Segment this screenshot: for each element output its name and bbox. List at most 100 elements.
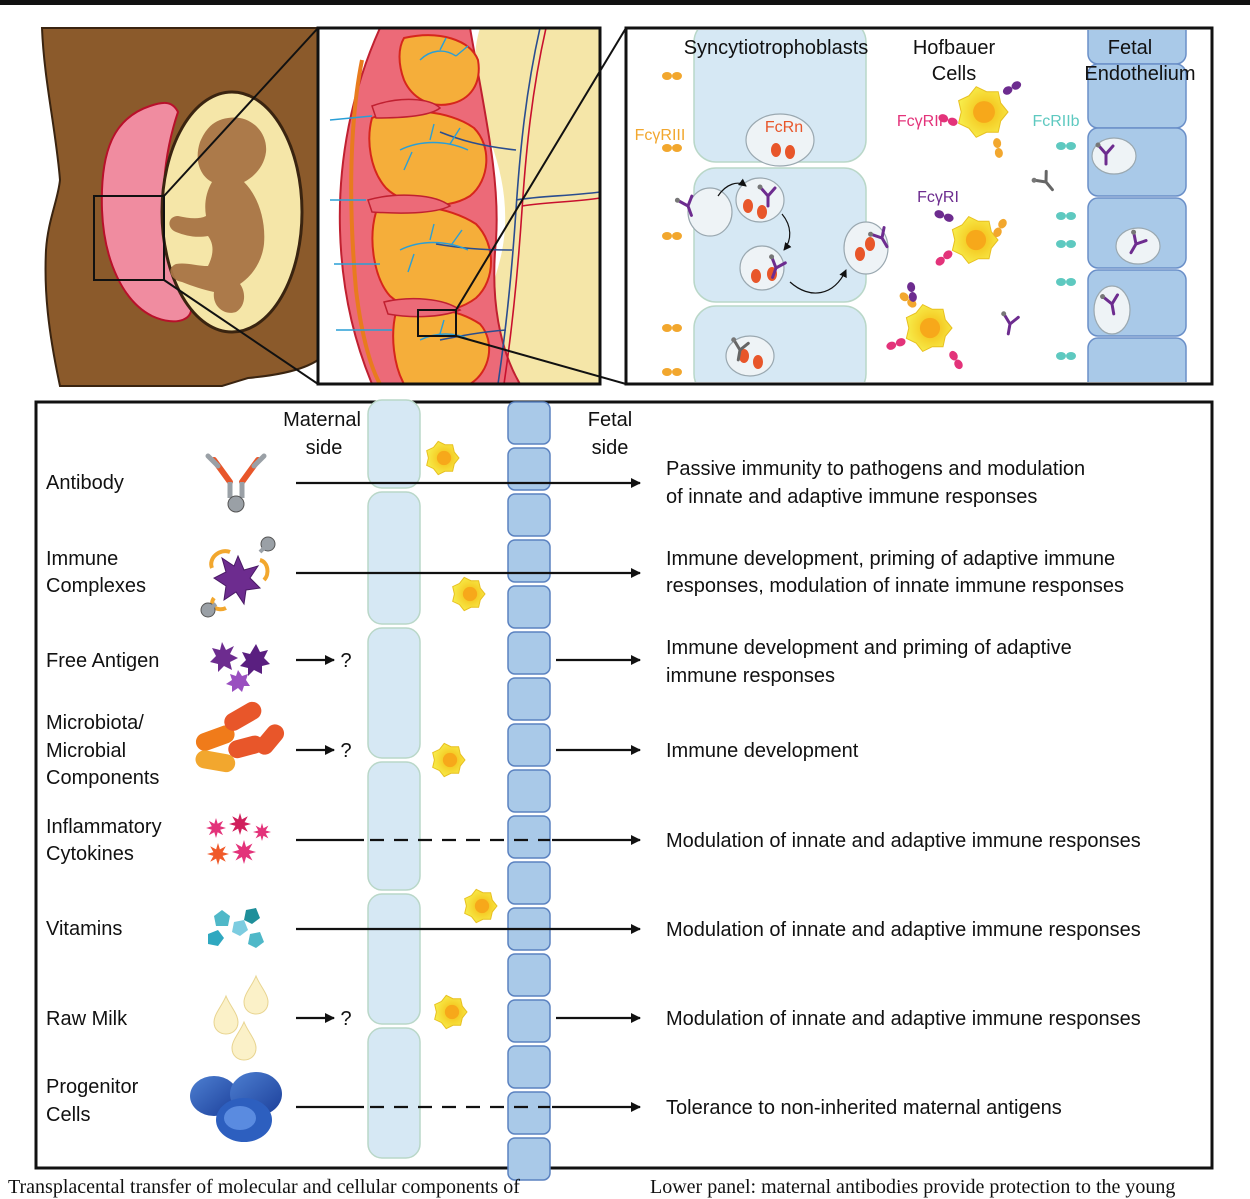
antibody-icon (205, 453, 267, 513)
raw-milk-icon (213, 974, 269, 1061)
transfer-row: Free Antigen Immune development and primi… (46, 637, 1072, 687)
row-label: Cells (46, 1104, 90, 1126)
label-fcrn: FcRn (765, 119, 803, 136)
fcrn-receptor (771, 143, 781, 157)
fcgr3-receptor (662, 368, 682, 376)
row-outcome: Modulation of innate and adaptive immune… (666, 830, 1141, 852)
fetal-endothelium-strip (507, 401, 551, 1181)
row-label: Complexes (46, 575, 146, 597)
antibody-glyph (868, 226, 889, 249)
fcr2b-receptor (1056, 142, 1076, 150)
fcrn-receptor (785, 145, 795, 159)
label-syncytiotrophoblasts: Syncytiotrophoblasts (684, 37, 869, 59)
hofbauer-cell (464, 888, 498, 924)
row-label: Antibody (46, 472, 124, 494)
fcrn-receptor (757, 205, 767, 219)
hofbauer-cell (958, 86, 1009, 138)
fcgr1-receptor (1002, 81, 1022, 95)
row-label: Free Antigen (46, 650, 159, 672)
hofbauer-cell (432, 742, 466, 778)
fcrn-receptor (865, 237, 875, 251)
label-hofbauer-1: Hofbauer (913, 37, 996, 59)
hofbauer-cell (905, 303, 953, 353)
antibody-glyph (757, 184, 777, 208)
label-fcgr2: FcγRII (897, 113, 943, 130)
fcr2b-receptor (1056, 278, 1076, 286)
fcrn-receptor (855, 247, 865, 261)
microbiota-icon (195, 701, 285, 773)
unknown-mark: ? (340, 1008, 351, 1030)
label-fcgr3: FcγRIII (635, 127, 686, 144)
placenta-zoom-panel (316, 26, 627, 386)
fcgr1-receptor (907, 282, 917, 302)
transfer-row: Raw Milk Modulation of innate and adaptiv… (46, 1008, 1141, 1030)
label-fetal-1: Fetal (1108, 37, 1152, 59)
antibody-glyph (731, 337, 750, 362)
antibody-glyph (1100, 293, 1120, 316)
antibody-glyph (674, 194, 694, 217)
fcgr2-receptor (886, 338, 906, 350)
fcgr3-receptor (993, 218, 1007, 238)
transfer-panel: Maternal side Fetal side (34, 399, 1214, 1181)
row-label: Microbiota/ (46, 712, 144, 734)
row-outcome: Modulation of innate and adaptive immune… (666, 1008, 1141, 1030)
row-label: Cytokines (46, 843, 134, 865)
cytokines-icon (206, 813, 271, 865)
antibody-glyph (1031, 169, 1054, 192)
zoom-box-small (93, 195, 165, 281)
label-hofbauer-2: Cells (932, 63, 976, 85)
fcgr3-receptor (993, 138, 1003, 158)
label-fcr2b: FcRIIb (1032, 113, 1079, 130)
fcgr1-receptor (934, 210, 954, 222)
unknown-mark: ? (340, 740, 351, 762)
antibody-glyph (1129, 229, 1148, 255)
maternal-side-line2: side (306, 437, 343, 459)
maternal-side-line1: Maternal (283, 409, 361, 431)
row-outcome: Passive immunity to pathogens and modula… (666, 458, 1085, 480)
hofbauer-cell (452, 576, 486, 612)
row-label: Microbial (46, 740, 126, 762)
fcgr3-receptor (662, 144, 682, 152)
fcgr2-receptor (935, 250, 953, 266)
caption-left: Transplacental transfer of molecular and… (8, 1176, 520, 1198)
label-fetal-2: Endothelium (1084, 63, 1195, 85)
fcgr3-receptor (662, 232, 682, 240)
row-outcome: Immune development (666, 740, 859, 762)
row-outcome: Immune development and priming of adapti… (666, 637, 1072, 659)
cellular-zoom-panel: Syncytiotrophoblasts Hofbauer Cells Feta… (624, 26, 1214, 386)
row-outcome: Modulation of innate and adaptive immune… (666, 919, 1141, 941)
maternal-stb-column (367, 399, 421, 1159)
row-label: Inflammatory (46, 816, 162, 838)
fcr2b-receptor (1056, 212, 1076, 220)
row-label: Raw Milk (46, 1008, 128, 1030)
fcgr3-receptor (662, 324, 682, 332)
antibody-glyph (1095, 142, 1115, 166)
fcr2b-receptor (1056, 352, 1076, 360)
fetal-side-line1: Fetal (588, 409, 632, 431)
label-fcgr1: FcγRI (917, 189, 959, 206)
row-outcome: responses, modulation of innate immune r… (666, 575, 1124, 597)
fcgr2-receptor (949, 350, 963, 370)
fetus-silhouette (169, 117, 267, 313)
fcrn-receptor (751, 269, 761, 283)
free-antigen-icon (210, 642, 270, 692)
hofbauer-cell (426, 440, 460, 476)
immune-complex-icon (200, 536, 276, 618)
row-outcome: Tolerance to non-inherited maternal anti… (666, 1097, 1062, 1119)
progenitor-cells-icon (190, 1072, 282, 1142)
antibody-glyph (769, 254, 787, 279)
fcr2b-receptor (1056, 240, 1076, 248)
fcrn-receptor (739, 349, 749, 363)
transfer-row: Antibody Passive immunity to pathogens an… (46, 458, 1085, 508)
fcgr2-receptor (938, 114, 958, 126)
row-outcome: Immune development, priming of adaptive … (666, 548, 1115, 570)
vitamins-icon (208, 908, 264, 948)
caption-right: Lower panel: maternal antibodies provide… (650, 1176, 1176, 1198)
pregnancy-illustration (40, 27, 319, 387)
